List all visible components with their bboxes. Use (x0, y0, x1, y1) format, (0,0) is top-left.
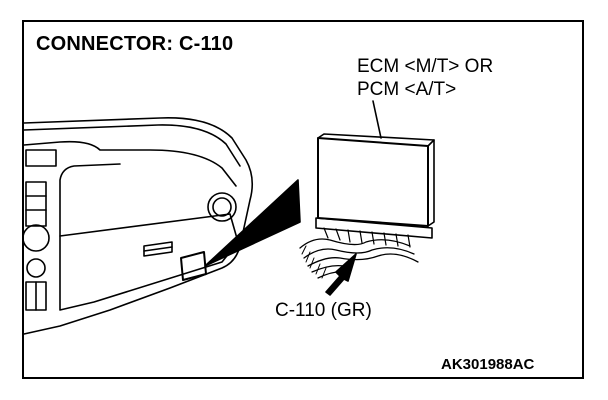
dash-knob-small (26, 258, 46, 278)
dash-inner-curve (23, 140, 237, 187)
dash-panel-edge (59, 163, 121, 237)
connector-callout: C-110 (GR) (275, 300, 372, 321)
module-callout-line-2: PCM <A/T> (357, 79, 457, 100)
connector-bank (323, 227, 411, 248)
module-body-side (427, 139, 435, 227)
module-body-top (317, 133, 435, 141)
dash-vent-left (25, 181, 47, 227)
connector-arrow-icon (325, 253, 357, 296)
connector-location (180, 251, 207, 281)
zoom-wedge (204, 179, 301, 267)
figure-code: AK301988AC (441, 356, 535, 373)
figure-frame (22, 20, 584, 379)
module-callout-line-1: ECM <M/T> OR (357, 56, 494, 77)
harness-hatching (301, 245, 327, 279)
dash-top-edge (23, 117, 254, 335)
module-body-front (317, 137, 429, 227)
diagram-title: CONNECTOR: C-110 (36, 33, 234, 55)
module-base (315, 217, 433, 239)
wire-harness (299, 238, 419, 279)
dash-top-inner (23, 124, 241, 167)
dash-knob-large (22, 224, 50, 252)
dash-lower-panel (59, 213, 239, 311)
dash-vent-upper (25, 149, 57, 167)
callout-leader (372, 100, 382, 139)
dash-round-vent (207, 192, 237, 222)
control-module-drawing (299, 100, 435, 279)
dash-handle-slot (143, 241, 173, 257)
dashboard-drawing (22, 117, 301, 335)
